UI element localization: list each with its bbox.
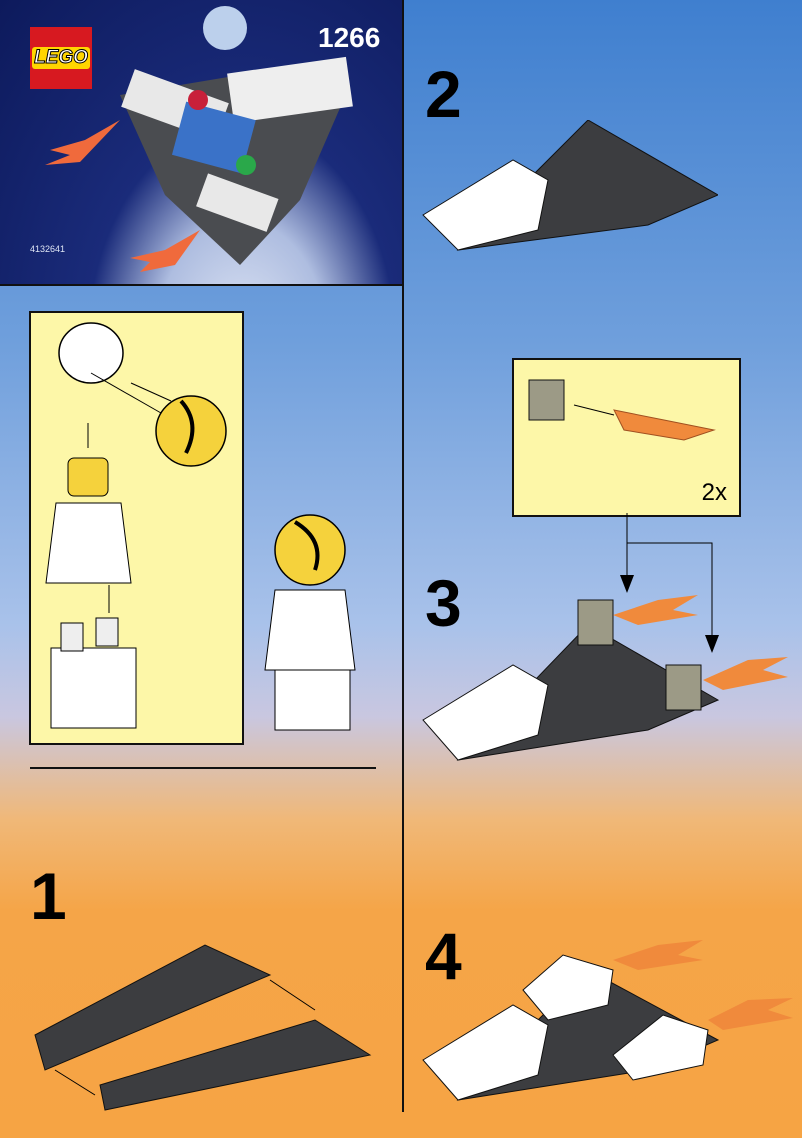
quantity-label: 2x xyxy=(701,479,727,506)
column-divider xyxy=(402,0,404,1112)
step-4-diagram xyxy=(422,940,793,1101)
step-number-1: 1 xyxy=(30,859,67,933)
step-3-diagram xyxy=(422,595,788,761)
assembled-minifigure xyxy=(264,514,356,731)
step-1-diagram xyxy=(34,944,372,1111)
step-number-2: 2 xyxy=(425,57,462,131)
lego-logo: LEGO xyxy=(30,27,92,89)
flame-bracket-diagram xyxy=(528,379,716,441)
cover-divider xyxy=(0,284,403,286)
callout-arrows xyxy=(620,513,719,653)
step-number-3: 3 xyxy=(425,566,462,640)
cover-image: LEGO 1266 4132641 xyxy=(0,0,403,285)
step-2-diagram xyxy=(422,120,718,251)
set-number: 1266 xyxy=(318,22,381,53)
spaceship-photo xyxy=(45,6,353,272)
minifigure-callout xyxy=(29,311,244,745)
step-3-callout: 2x xyxy=(512,358,741,517)
logo-text: LEGO xyxy=(32,47,90,69)
step-number-4: 4 xyxy=(425,919,462,993)
minifigure-assembly-diagram xyxy=(45,322,227,729)
section-divider xyxy=(30,767,376,769)
item-code: 4132641 xyxy=(30,244,66,254)
